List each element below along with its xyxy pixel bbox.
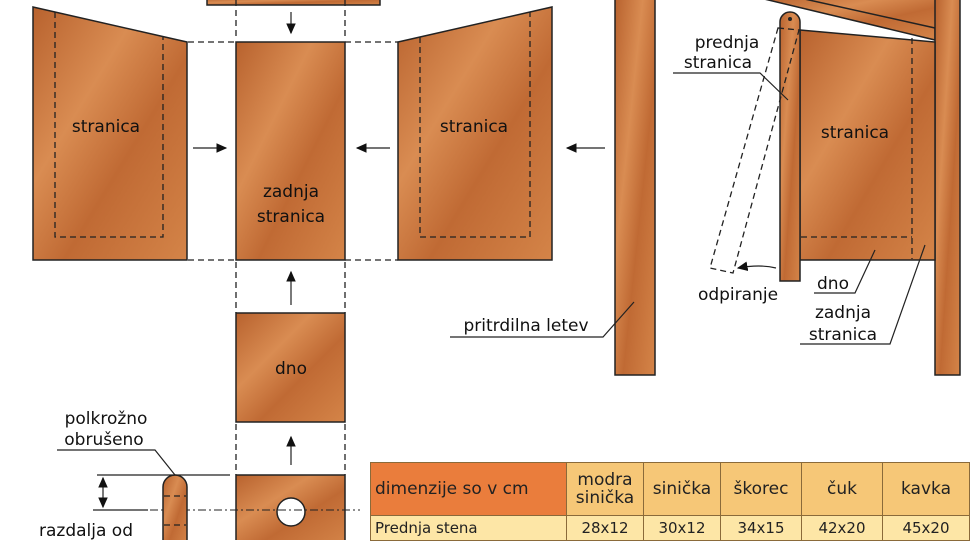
bottom-label: dno xyxy=(275,359,307,379)
opening-label: odpiranje xyxy=(698,285,778,305)
assembled-side-label: stranica xyxy=(821,123,889,143)
table-header-cell: kavka xyxy=(882,462,970,516)
table-row: Prednja stena 28x12 30x12 34x15 42x20 45… xyxy=(370,515,970,541)
table-header-row: dimenzije so v cm modra sinička sinička … xyxy=(370,462,970,516)
table-cell: 42x20 xyxy=(801,515,883,541)
front-board xyxy=(779,11,801,282)
right-side-label: stranica xyxy=(440,117,508,137)
assembled-bottom-label: dno xyxy=(817,274,849,294)
back-post xyxy=(934,0,961,376)
left-side-label: stranica xyxy=(72,117,140,137)
table-cell: 45x20 xyxy=(882,515,970,541)
back-label-1: zadnja xyxy=(263,182,319,202)
mount-strip-label: pritrdilna letev xyxy=(463,316,588,336)
table-header-cell: čuk xyxy=(801,462,883,516)
opening-arrow xyxy=(736,261,777,272)
rounded-label-2: obrušeno xyxy=(64,430,143,450)
assembled-back-label-1: zadnja xyxy=(815,303,871,323)
hinge-icon xyxy=(788,17,792,21)
table-header-cell: škorec xyxy=(720,462,802,516)
left-side-panel xyxy=(32,6,188,261)
table-header-cell: sinička xyxy=(643,462,721,516)
front-label-1: prednja xyxy=(695,33,760,53)
guide-lines xyxy=(188,0,398,475)
table-cell: 34x15 xyxy=(720,515,802,541)
mounting-strip xyxy=(614,0,656,376)
table-header-cell: dimenzije so v cm xyxy=(370,462,567,516)
table-cell: Prednja stena xyxy=(370,515,567,541)
table-cell: 30x12 xyxy=(643,515,721,541)
entrance-hole xyxy=(276,497,306,527)
front-label-2: stranica xyxy=(684,53,752,73)
open-front-board xyxy=(709,27,800,274)
back-label-2: stranica xyxy=(257,207,325,227)
table-cell: 28x12 xyxy=(566,515,644,541)
roof-piece xyxy=(206,0,381,6)
table-header-cell: modra sinička xyxy=(566,462,644,516)
rounded-label-1: polkrožno xyxy=(65,409,148,429)
dimensions-table: dimenzije so v cm modra sinička sinička … xyxy=(370,462,970,541)
assembled-back-label-2: stranica xyxy=(809,325,877,345)
right-side-panel xyxy=(397,6,553,261)
assembled-side-panel xyxy=(799,29,936,261)
back-panel xyxy=(235,41,346,261)
rounded-post xyxy=(162,474,188,540)
distance-label: razdalja od xyxy=(39,521,133,540)
bottom-panel xyxy=(235,312,346,423)
